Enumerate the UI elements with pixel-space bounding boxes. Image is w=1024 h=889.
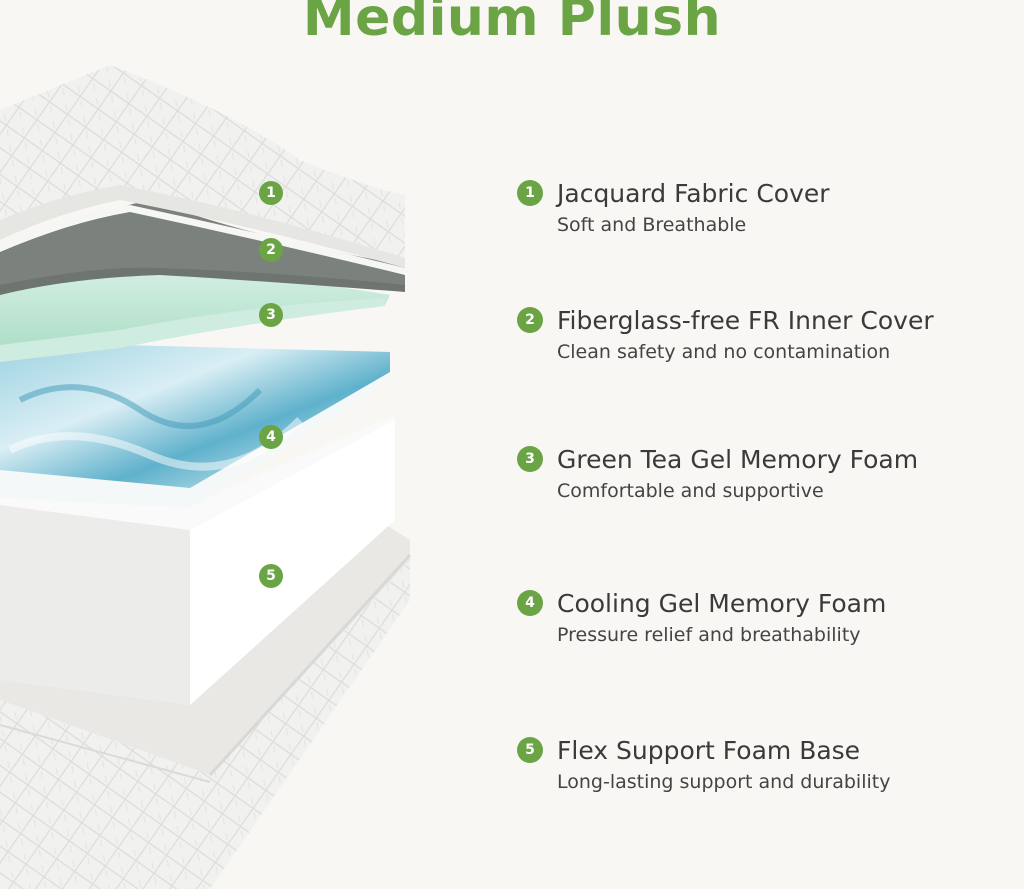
layer-item: 4 Cooling Gel Memory Foam Pressure relie…	[517, 584, 1007, 646]
layer-item: 5 Flex Support Foam Base Long-lasting su…	[517, 731, 1007, 793]
layer-description: Pressure relief and breathability	[557, 624, 861, 646]
page-title: Medium Plush	[302, 0, 722, 48]
layer-number: 2	[517, 307, 543, 333]
layer-item: 3 Green Tea Gel Memory Foam Comfortable …	[517, 440, 1007, 502]
gel-foam-layer	[0, 345, 390, 508]
layer-badge-4: 4	[259, 425, 283, 449]
layer-description: Long-lasting support and durability	[557, 771, 891, 793]
layer-number: 3	[517, 446, 543, 472]
layer-description: Clean safety and no contamination	[557, 341, 891, 363]
green-tea-foam-layer	[0, 268, 390, 362]
layer-name: Fiberglass-free FR Inner Cover	[557, 305, 934, 335]
layer-name: Cooling Gel Memory Foam	[557, 588, 887, 618]
layer-badge-2: 2	[259, 238, 283, 262]
top-cover-layer	[0, 65, 405, 275]
layer-name: Jacquard Fabric Cover	[557, 178, 830, 208]
layer-name: Green Tea Gel Memory Foam	[557, 444, 919, 474]
layer-badge-5: 5	[259, 564, 283, 588]
layer-item: 1 Jacquard Fabric Cover Soft and Breatha…	[517, 174, 1007, 236]
layer-name: Flex Support Foam Base	[557, 735, 861, 765]
layer-badge-1: 1	[259, 181, 283, 205]
layer-description: Soft and Breathable	[557, 214, 747, 236]
mattress-layers-illustration	[0, 65, 412, 889]
layer-number: 4	[517, 590, 543, 616]
layer-badge-3: 3	[259, 303, 283, 327]
layer-number: 1	[517, 180, 543, 206]
inner-cover-layer	[0, 200, 405, 295]
layer-item: 2 Fiberglass-free FR Inner Cover Clean s…	[517, 301, 1007, 363]
layer-number: 5	[517, 737, 543, 763]
layer-description: Comfortable and supportive	[557, 480, 824, 502]
